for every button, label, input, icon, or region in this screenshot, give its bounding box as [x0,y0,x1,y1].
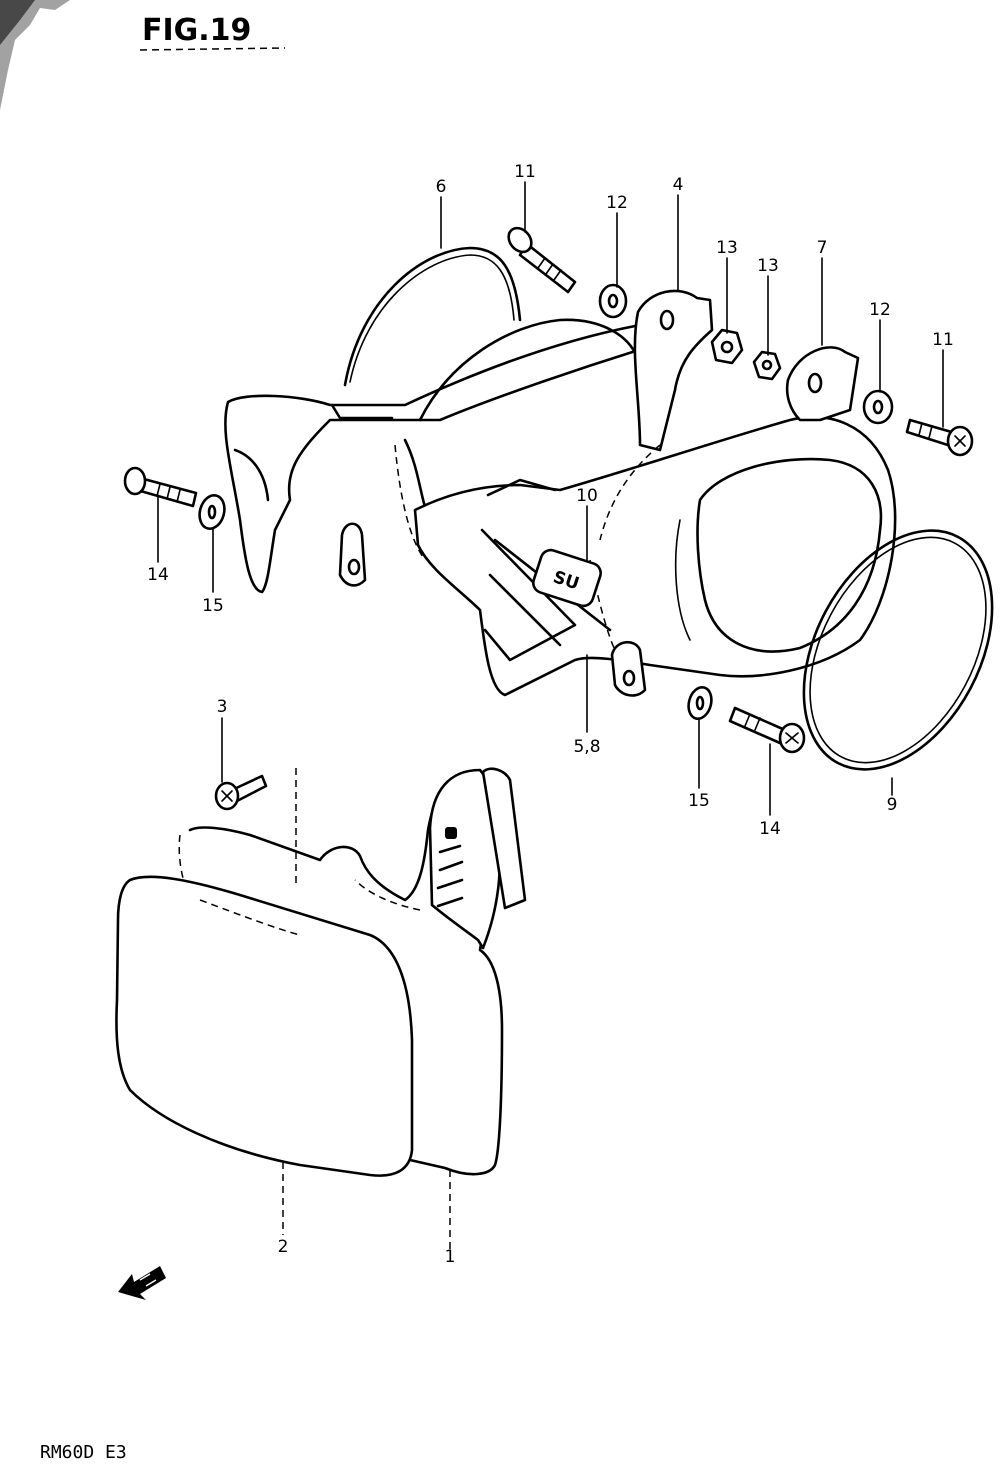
part-13-nut-b [752,350,782,381]
part-11-bolt-lower [905,418,974,457]
figure-title: FIG.19 [142,13,251,48]
callout-11-lower: 11 [932,330,954,350]
scan-noise [0,0,70,110]
part-9-seal-ring [802,529,994,771]
callout-12-lower: 12 [869,300,891,320]
callout-11-upper: 11 [514,162,536,182]
callout-6: 6 [436,177,447,197]
part-12-washer-lower [862,389,894,425]
callout-12-upper: 12 [606,193,628,213]
title-underline [139,47,286,51]
callout-10: 10 [576,486,598,506]
callout-15-left: 15 [202,596,224,616]
callout-14-right: 14 [759,819,781,839]
part-11-bolt-upper [507,226,577,294]
callout-3: 3 [217,697,228,717]
front-direction-arrow-icon [118,1266,166,1300]
part-15-washer-right [687,685,713,721]
callout-15-right: 15 [688,791,710,811]
main-housing-cover: SU [224,289,897,697]
part-14-bolt-left [123,466,198,508]
callout-13-a: 13 [716,238,738,258]
callout-13-b: 13 [757,256,779,276]
part-13-nut-a [710,328,744,365]
callout-7: 7 [817,238,828,258]
part-14-bolt-right [728,706,806,754]
part-6-seal-ring [343,246,522,387]
part-15-washer-left [198,493,226,531]
callout-2: 2 [278,1237,289,1257]
callout-4: 4 [673,175,684,195]
model-code: RM60D E3 [40,1442,127,1463]
callout-1: 1 [445,1247,456,1267]
callout-9: 9 [887,795,898,815]
callout-14-left: 14 [147,565,169,585]
callout-labels: 6 11 12 4 13 13 7 12 11 10 14 15 5,8 15 … [147,162,954,1267]
leader-lines [157,181,944,1250]
part-1-2-number-plate [115,767,527,1177]
part-12-washer-upper [598,283,628,319]
callout-5-8: 5,8 [573,737,600,757]
part-3-screw [214,774,268,811]
